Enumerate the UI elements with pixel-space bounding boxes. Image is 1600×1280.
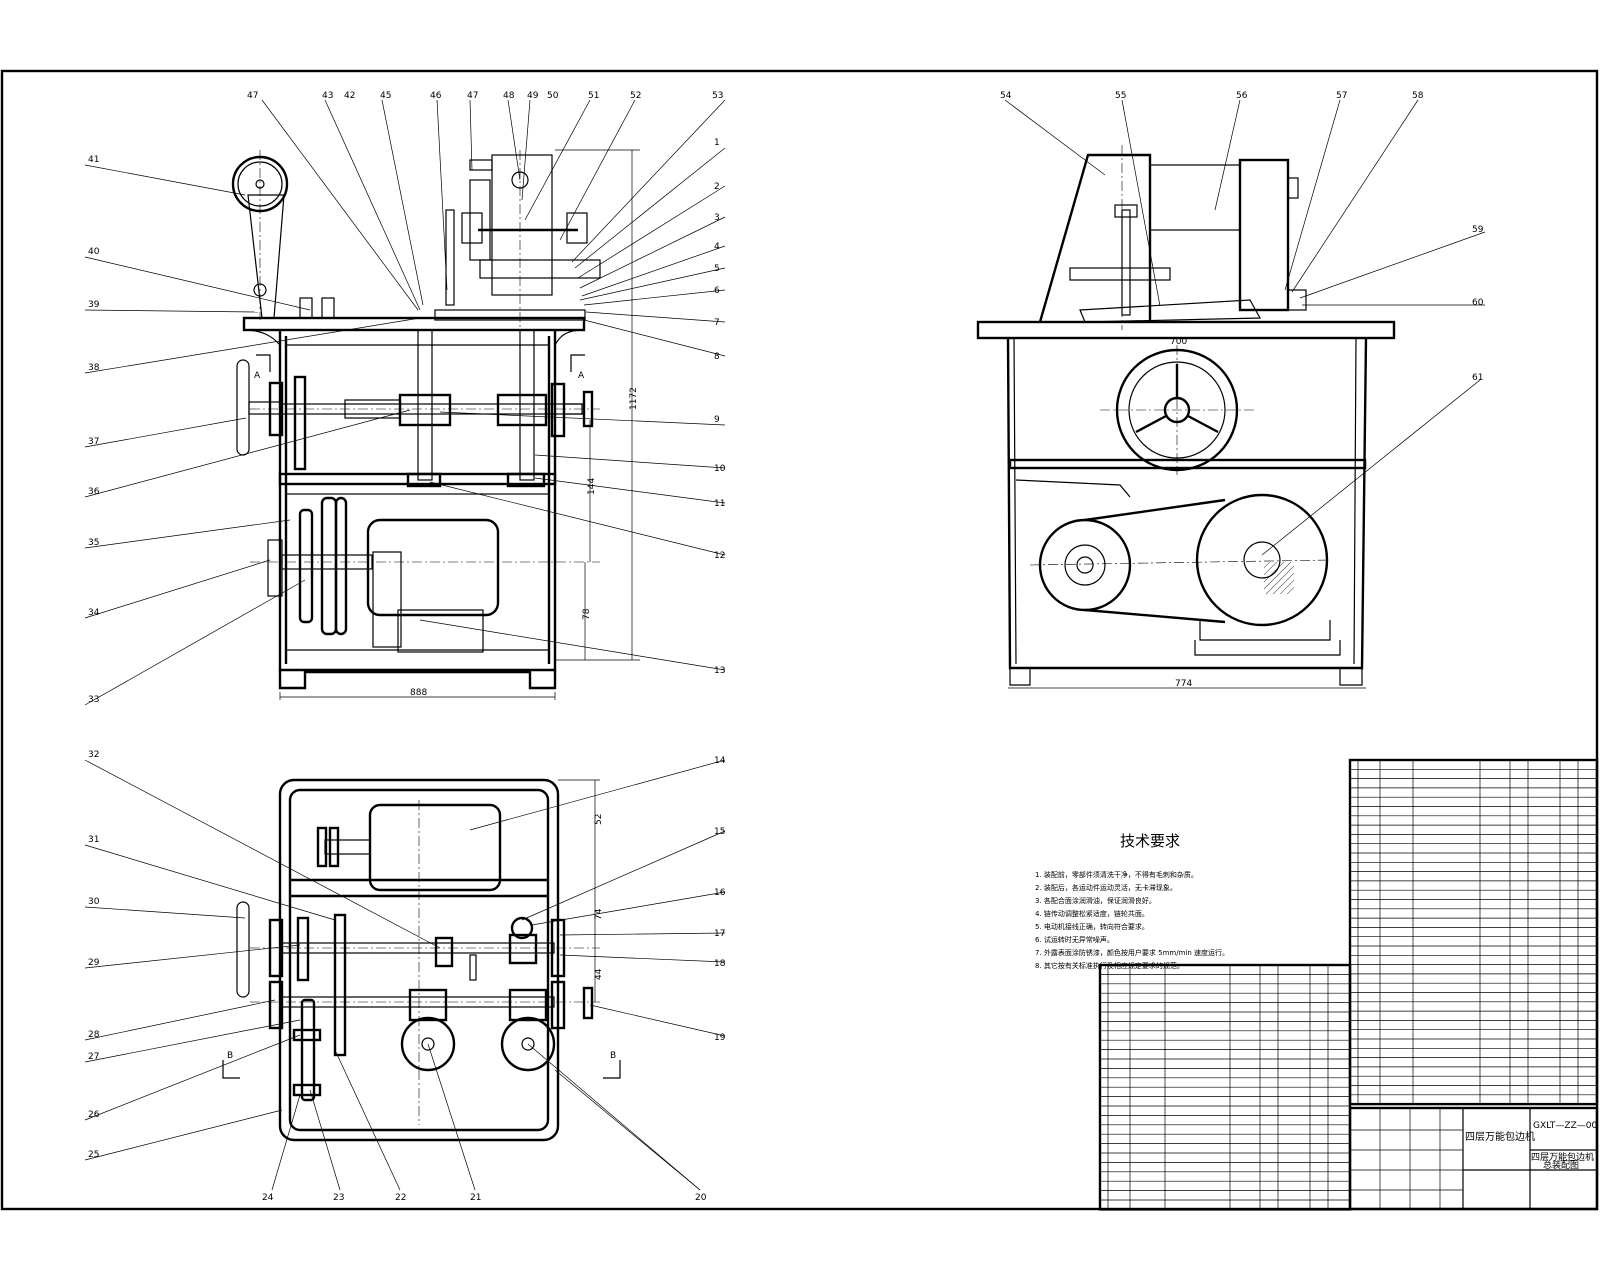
tech-req-4: 4. 链传动调整松紧适度，链轮共面。 [1035,909,1149,918]
label-21: 21 [470,1193,481,1203]
label-40: 40 [88,247,100,257]
label-41: 41 [88,155,99,165]
label-61: 61 [1472,373,1483,383]
label-7: 7 [714,318,720,328]
tech-req-1: 1. 装配前，零部件须清洗干净，不得有毛刺和杂质。 [1035,870,1198,879]
label-36: 36 [88,487,100,497]
section-mark-a-left: A [254,371,261,381]
label-1: 1 [714,138,720,148]
tech-req-2: 2. 装配后，各运动件运动灵活，无卡滞现象。 [1035,883,1177,892]
label-51: 51 [588,91,599,101]
title-name-right: 四层万能包边机 [1531,1151,1594,1163]
label-19: 19 [714,1033,726,1043]
label-57: 57 [1336,91,1347,101]
label-17: 17 [714,929,725,939]
label-16: 16 [714,888,726,898]
label-8: 8 [714,352,720,362]
label-59: 59 [1472,225,1484,235]
label-3: 3 [714,213,720,223]
label-25: 25 [88,1150,99,1160]
tech-req-3: 3. 各配合面涂润滑油，保证润滑良好。 [1035,896,1156,905]
dim-side-top-width: 700 [1170,337,1187,347]
label-34: 34 [88,608,100,618]
label-18: 18 [714,959,726,969]
label-30: 30 [88,897,100,907]
label-45: 45 [380,91,391,101]
label-2: 2 [714,182,720,192]
label-60: 60 [1472,298,1484,308]
label-28: 28 [88,1030,100,1040]
tech-req-6: 6. 试运转时无异常噪声。 [1035,935,1114,944]
label-6: 6 [714,286,720,296]
label-53: 53 [712,91,723,101]
section-mark-b-left: B [227,1051,233,1061]
label-50: 50 [547,91,559,101]
label-10: 10 [714,464,726,474]
technical-requirements: 技术要求 1. 装配前，零部件须清洗干净，不得有毛刺和杂质。 2. 装配后，各运… [1035,832,1229,970]
label-12: 12 [714,551,725,561]
dim-front-width: 888 [410,688,427,698]
label-42: 42 [344,91,355,101]
label-9: 9 [714,415,720,425]
parts-list-left [1098,963,1352,1211]
label-52: 52 [630,91,641,101]
label-24: 24 [262,1193,274,1203]
label-22: 22 [395,1193,406,1203]
front-part-labels: 47 43 42 45 46 47 48 49 50 51 52 53 1 2 … [88,91,726,705]
drawing-border [0,69,1599,1211]
tech-req-5: 5. 电动机接线正确，转向符合要求。 [1035,922,1149,931]
label-29: 29 [88,958,100,968]
front-view: A A 1172 144 78 888 [84,91,726,706]
dim-front-mid: 144 [587,478,597,495]
dim-plan-mid: 74 [594,908,604,920]
label-39: 39 [88,300,100,310]
label-11: 11 [714,499,725,509]
tech-req-7: 7. 外露表面涂防锈漆，颜色按用户要求 5mm/min 速度运行。 [1035,948,1229,957]
tech-requirements-heading: 技术要求 [1120,832,1180,850]
plan-part-labels: 32 31 30 29 28 27 26 25 24 23 22 21 20 1… [88,750,726,1203]
label-32: 32 [88,750,99,760]
label-33: 33 [88,695,99,705]
label-13: 13 [714,666,725,676]
label-56: 56 [1236,91,1248,101]
title-name-left: 四层万能包边机 [1465,1130,1535,1143]
label-38: 38 [88,363,100,373]
label-47b: 47 [467,91,478,101]
dim-plan-low: 44 [594,968,604,980]
title-block: 四层万能包边机 GXLT—ZZ—00 四层万能包边机 总装配图 [1348,1106,1599,1211]
label-35: 35 [88,538,99,548]
label-46: 46 [430,91,442,101]
dim-front-low: 78 [582,608,592,620]
label-43: 43 [322,91,333,101]
title-drawing-number: GXLT—ZZ—00 [1533,1121,1597,1131]
label-5: 5 [714,264,720,274]
section-mark-a-right: A [578,371,585,381]
section-mark-b-right: B [610,1051,616,1061]
label-20: 20 [695,1193,707,1203]
label-48: 48 [503,91,515,101]
label-37: 37 [88,437,99,447]
dim-plan-top: 52 [594,814,604,825]
dim-front-height: 1172 [629,387,639,410]
side-view: 54 55 56 57 58 59 60 61 700 774 [976,91,1486,689]
label-27: 27 [88,1052,99,1062]
side-part-labels: 54 55 56 57 58 59 60 61 [1000,91,1484,383]
plan-view: B B 52 74 44 [84,750,726,1203]
label-49: 49 [527,91,539,101]
label-47: 47 [247,91,258,101]
parts-list-right [1348,758,1599,1106]
label-26: 26 [88,1110,100,1120]
parts-table-frame [1348,758,1599,1106]
title-drawing-type: 总装配图 [1543,1159,1579,1171]
label-4: 4 [714,242,720,252]
label-14: 14 [714,756,726,766]
dim-side-width: 774 [1175,679,1192,689]
label-58: 58 [1412,91,1424,101]
label-55: 55 [1115,91,1126,101]
label-15: 15 [714,827,725,837]
label-31: 31 [88,835,99,845]
label-54: 54 [1000,91,1012,101]
label-23: 23 [333,1193,344,1203]
